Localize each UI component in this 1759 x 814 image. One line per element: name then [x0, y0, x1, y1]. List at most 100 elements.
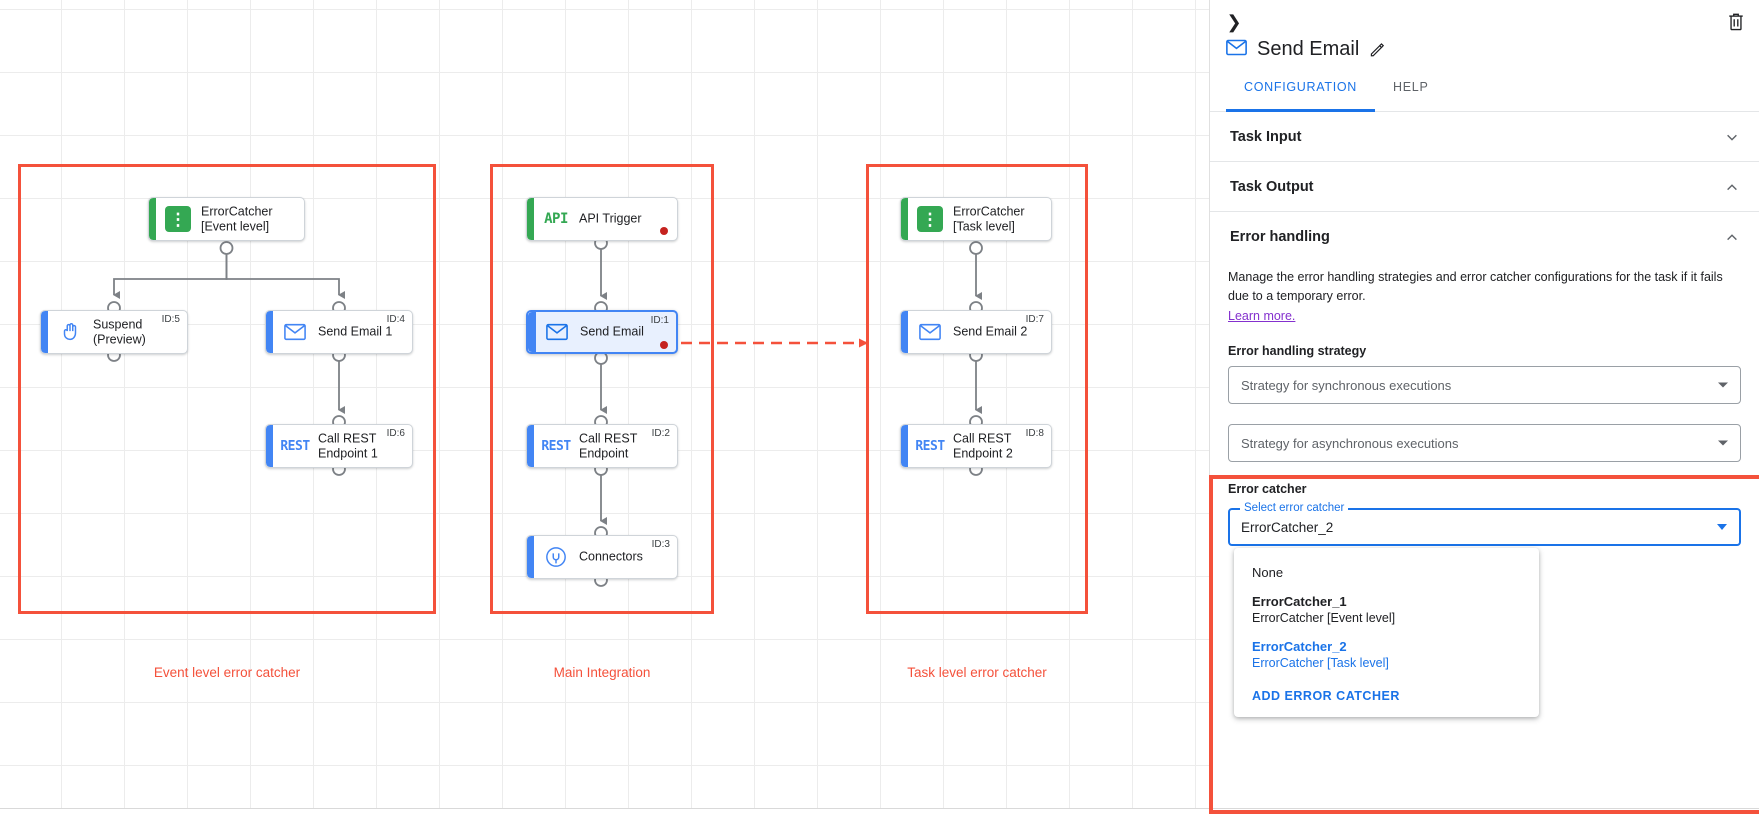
option-errorcatcher-1[interactable]: ErrorCatcher_1 ErrorCatcher [Event level…	[1234, 587, 1539, 632]
error-handling-description: Manage the error handling strategies and…	[1228, 270, 1723, 304]
async-strategy-select[interactable]: Strategy for asynchronous executions	[1228, 424, 1741, 463]
envelope-icon	[917, 319, 943, 345]
node-accent-bar	[266, 311, 273, 353]
tab-label: CONFIGURATION	[1244, 80, 1358, 94]
node-accent-bar	[527, 198, 534, 240]
error-handling-strategy-label: Error handling strategy	[1228, 344, 1367, 359]
node-accent-bar	[41, 311, 48, 353]
sync-strategy-placeholder: Strategy for synchronous executions	[1241, 377, 1452, 393]
error-catcher-options-menu[interactable]: None ErrorCatcher_1 ErrorCatcher [Event …	[1234, 548, 1539, 717]
option-sublabel: ErrorCatcher [Task level]	[1252, 656, 1389, 670]
node-id-label: ID:3	[651, 539, 670, 550]
connectors-icon	[543, 544, 569, 570]
node-label: Send Email	[580, 324, 644, 339]
error-handling-body: Manage the error handling strategies and…	[1210, 262, 1759, 547]
page-title: Send Email	[1257, 38, 1360, 60]
envelope-icon	[544, 319, 570, 345]
section-task-input[interactable]: Task Input	[1210, 112, 1759, 162]
node-label: Call REST Endpoint 2	[953, 431, 1013, 460]
node-accent-bar	[149, 198, 156, 240]
node-accent-bar	[527, 425, 534, 467]
node-send-email[interactable]: Send Email ID:1	[526, 310, 678, 354]
option-label: ErrorCatcher_1	[1252, 594, 1347, 609]
node-api-trigger[interactable]: API API Trigger	[526, 197, 678, 241]
pencil-icon[interactable]	[1369, 42, 1385, 58]
trash-icon[interactable]	[1723, 8, 1749, 34]
node-call-rest-endpoint-2[interactable]: REST Call REST Endpoint 2 ID:8	[900, 424, 1052, 468]
node-label: ErrorCatcher [Event level]	[201, 204, 273, 233]
add-error-catcher-button[interactable]: ADD ERROR CATCHER	[1252, 689, 1400, 703]
group-label-task-level: Task level error catcher	[907, 665, 1047, 680]
node-connectors[interactable]: Connectors ID:3	[526, 535, 678, 579]
chevron-right-icon[interactable]: ❯	[1226, 11, 1242, 32]
node-id-label: ID:5	[161, 314, 180, 325]
option-sublabel: ErrorCatcher [Event level]	[1252, 611, 1396, 625]
node-call-rest-endpoint-1[interactable]: REST Call REST Endpoint 1 ID:6	[265, 424, 413, 468]
option-errorcatcher-2[interactable]: ErrorCatcher_2 ErrorCatcher [Task level]	[1234, 632, 1539, 677]
node-id-label: ID:6	[386, 428, 405, 439]
group-box-main-integration	[490, 164, 714, 614]
node-label: Send Email 1	[318, 324, 393, 339]
section-title: Error handling	[1230, 229, 1330, 245]
node-errorcatcher-task-level[interactable]: ⋮ ErrorCatcher [Task level]	[900, 197, 1052, 241]
select-error-catcher-label: Select error catcher	[1240, 502, 1349, 515]
hand-icon	[57, 319, 83, 345]
rest-icon: REST	[280, 438, 310, 454]
group-label-main-integration: Main Integration	[553, 665, 651, 680]
panel-header: ❯ Send Email	[1210, 0, 1759, 78]
panel-tabs: CONFIGURATION HELP	[1210, 78, 1759, 112]
workflow-canvas[interactable]: Event level error catcher Main Integrati…	[0, 0, 1209, 814]
bottom-strip	[0, 808, 1759, 814]
tab-help[interactable]: HELP	[1375, 78, 1446, 111]
chevron-down-icon	[1717, 524, 1727, 531]
node-accent-bar	[266, 425, 273, 467]
node-accent-bar	[901, 198, 908, 240]
node-send-email-1[interactable]: Send Email 1 ID:4	[265, 310, 413, 354]
chevron-up-icon	[1725, 180, 1739, 194]
node-accent-bar	[901, 311, 908, 353]
section-title: Task Output	[1230, 178, 1314, 195]
sync-strategy-select[interactable]: Strategy for synchronous executions	[1228, 366, 1741, 405]
tab-configuration[interactable]: CONFIGURATION	[1226, 78, 1376, 112]
node-call-rest-endpoint[interactable]: REST Call REST Endpoint ID:2	[526, 424, 678, 468]
envelope-icon	[1226, 39, 1247, 61]
node-accent-bar	[901, 425, 908, 467]
node-id-label: ID:1	[650, 315, 669, 326]
option-none[interactable]: None	[1234, 558, 1539, 587]
node-label: ErrorCatcher [Task level]	[953, 204, 1025, 233]
node-errorcatcher-event-level[interactable]: ⋮ ErrorCatcher [Event level]	[148, 197, 305, 241]
group-label-event-level: Event level error catcher	[153, 665, 301, 680]
node-accent-bar	[528, 312, 536, 352]
panel-title-row: Send Email	[1226, 38, 1385, 61]
chevron-down-icon	[1725, 130, 1739, 144]
select-error-catcher-value: ErrorCatcher_2	[1241, 519, 1334, 535]
tab-label: HELP	[1393, 80, 1429, 94]
chevron-up-icon	[1725, 230, 1739, 244]
section-title: Task Input	[1230, 128, 1302, 145]
node-label: Connectors	[579, 549, 643, 564]
node-send-email-2[interactable]: Send Email 2 ID:7	[900, 310, 1052, 354]
group-box-event-level	[18, 164, 436, 614]
node-id-label: ID:4	[386, 314, 405, 325]
chevron-down-icon	[1718, 382, 1728, 388]
node-label: Send Email 2	[953, 324, 1028, 339]
section-error-handling[interactable]: Error handling	[1210, 212, 1759, 262]
node-label: API Trigger	[579, 211, 642, 226]
rest-icon: REST	[915, 438, 945, 454]
group-box-task-level	[866, 164, 1088, 614]
chevron-down-icon	[1718, 440, 1728, 446]
error-catcher-icon: ⋮	[165, 206, 191, 232]
section-task-output[interactable]: Task Output	[1210, 162, 1759, 212]
api-icon: API	[544, 211, 568, 227]
node-id-label: ID:8	[1025, 428, 1044, 439]
node-suspend[interactable]: Suspend (Preview) ID:5	[40, 310, 188, 354]
node-id-label: ID:2	[651, 428, 670, 439]
node-id-label: ID:7	[1025, 314, 1044, 325]
error-indicator-dot	[660, 341, 668, 349]
learn-more-link[interactable]: Learn more.	[1228, 308, 1296, 323]
async-strategy-placeholder: Strategy for asynchronous executions	[1241, 435, 1459, 451]
option-label: None	[1252, 565, 1284, 580]
error-catcher-icon: ⋮	[917, 206, 943, 232]
select-error-catcher-dropdown[interactable]: Select error catcher ErrorCatcher_2	[1228, 502, 1741, 547]
node-label: Call REST Endpoint 1	[318, 431, 378, 460]
